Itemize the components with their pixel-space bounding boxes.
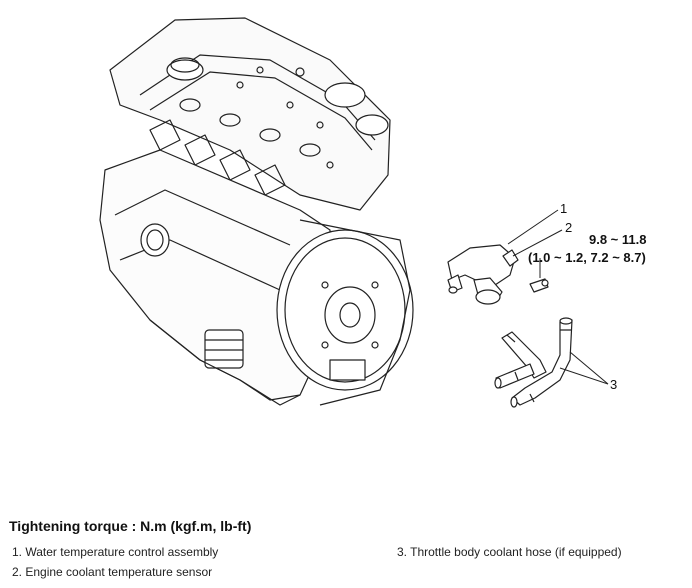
leader-2 (512, 229, 563, 257)
water-temperature-control-assembly (447, 244, 549, 305)
callout-2: 2 (565, 220, 572, 235)
legend-item-1: 1. Water temperature control assembly (12, 545, 219, 559)
callout-3: 3 (610, 377, 617, 392)
torque-spec-nm: 9.8 ~ 11.8 (589, 232, 646, 247)
legend-item-3: 3. Throttle body coolant hose (if equipp… (397, 545, 622, 559)
coolant-temperature-sensor (502, 249, 519, 267)
throttle-body-coolant-hose (494, 317, 573, 408)
leader-3a (569, 351, 609, 385)
leader-lines (507, 209, 609, 385)
legend-item-2: 2. Engine coolant temperature sensor (12, 565, 213, 579)
torque-spec-kgf-lbft: (1.0 ~ 1.2, 7.2 ~ 8.7) (528, 250, 646, 265)
leader-1 (507, 209, 559, 245)
engine-illustration (99, 17, 414, 406)
leader-3b (559, 367, 609, 385)
engine-assembly-diagram: 1 2 3 9.8 ~ 11.8 (1.0 ~ 1.2, 7.2 ~ 8.7) (99, 17, 646, 408)
tightening-torque-title: Tightening torque : N.m (kgf.m, lb-ft) (9, 518, 252, 534)
callout-1: 1 (560, 201, 567, 216)
